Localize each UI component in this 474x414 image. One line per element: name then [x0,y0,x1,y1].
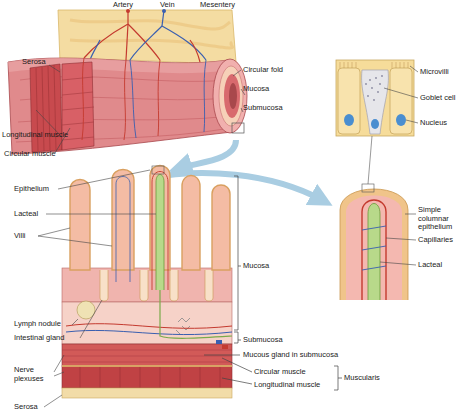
layer-label: Circular muscle [254,368,306,377]
layer-label: Submucosa [243,336,283,345]
vessel-label: Artery [113,1,133,10]
cell-label: Goblet cell [420,94,455,103]
layer-label: Submucosa [243,104,283,113]
part-label: Lacteal [14,210,38,219]
layer-label: Serosa [14,403,38,412]
layer-label: Mucosa [243,262,269,271]
part-label: Lacteal [418,261,442,270]
part-label: Nerve plexuses [14,366,54,383]
part-label: Simple columnar epithelium [418,206,472,232]
layer-label: Longitudinal muscle [254,381,320,390]
cell-label: Microvilli [420,68,449,77]
layer-label: Muscularis [344,374,380,383]
layer-label: Longitudinal muscle [2,131,68,140]
vessel-label: Vein [160,1,175,10]
layer-label: Mucosa [243,85,269,94]
part-label: Epithelium [14,185,49,194]
part-label: Intestinal gland [14,334,64,343]
layer-label: Circular muscle [4,150,56,159]
part-label: Capillaries [418,236,453,245]
part-label: Lymph nodule [14,320,61,329]
layer-label: Serosa [22,58,46,67]
cell-label: Nucleus [420,119,447,128]
part-label: Villi [14,232,26,241]
part-label: Mesentery [200,1,235,10]
part-label: Mucous gland in submucosa [243,351,338,360]
part-label: Circular fold [243,66,283,75]
